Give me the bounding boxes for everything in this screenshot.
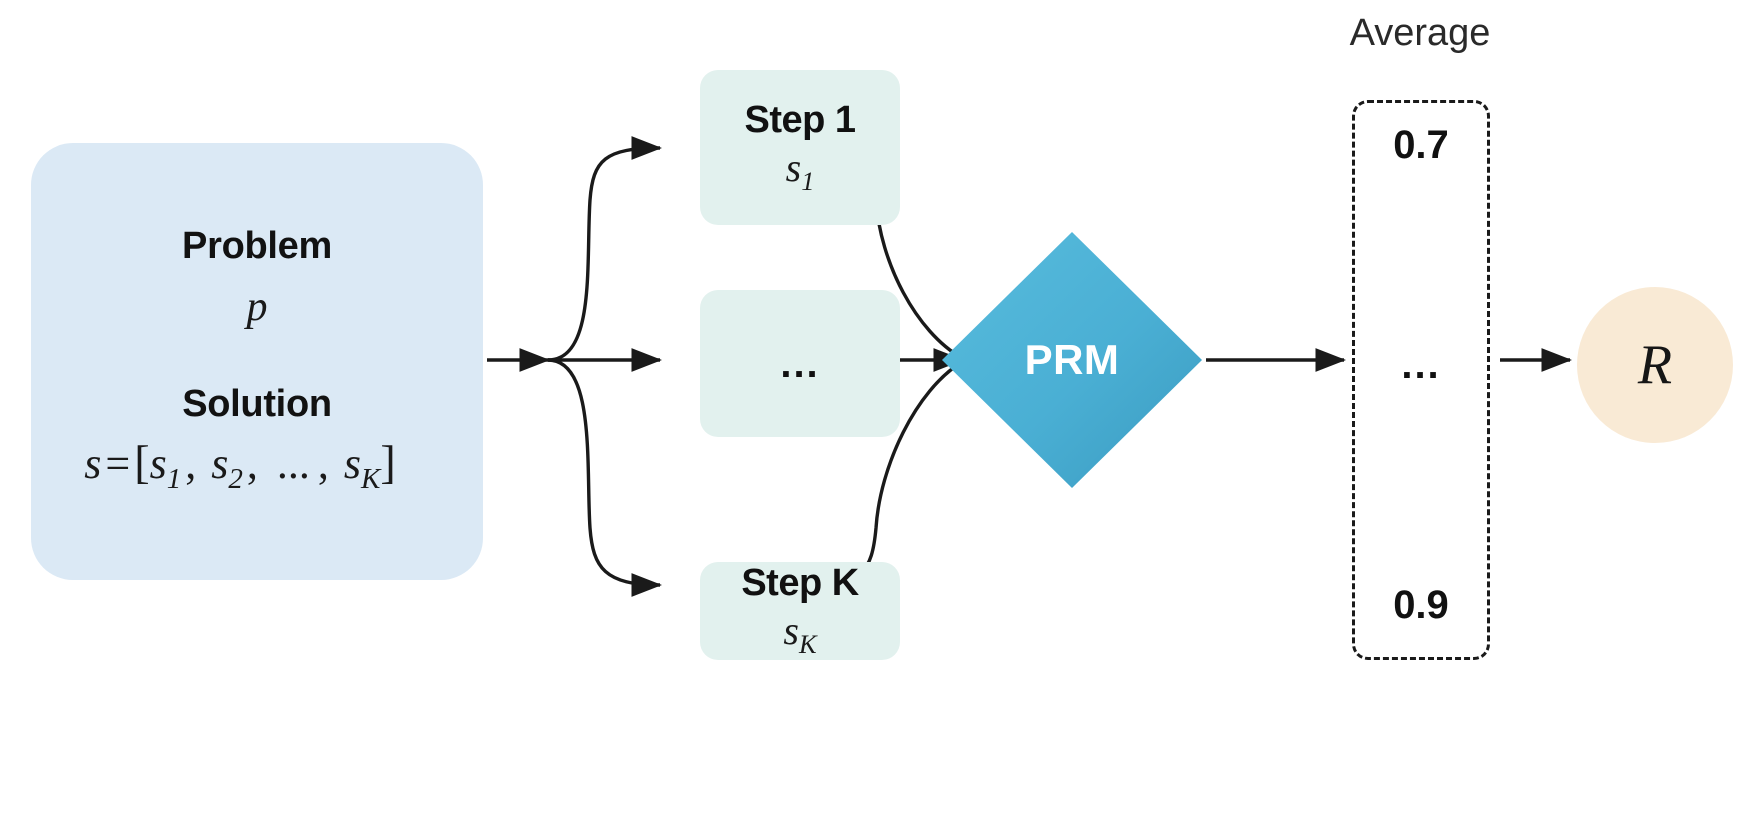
step-k-symbol-sub: K: [798, 629, 817, 659]
step-1-symbol: s1: [786, 144, 815, 197]
problem-solution-box: Problem p Solution s=[s1, s2, ..., sK]: [31, 143, 483, 580]
score-value-first: 0.7: [1393, 123, 1449, 167]
step-1-symbol-base: s: [785, 144, 802, 190]
solution-label: Solution: [182, 382, 332, 425]
formula-comma-2: ,: [317, 439, 340, 489]
step-box-ellipsis: ...: [700, 290, 900, 437]
score-value-ellipsis: ...: [1401, 343, 1441, 387]
score-value-last: 0.9: [1393, 583, 1449, 627]
step-k-title: Step K: [741, 562, 859, 604]
step-k-symbol-base: s: [783, 608, 799, 653]
formula-comma-1: ,: [246, 439, 269, 489]
problem-symbol: p: [246, 283, 268, 330]
step-ellipsis-label: ...: [780, 341, 820, 386]
prm-label: PRM: [1024, 336, 1120, 383]
formula-close-bracket: ]: [380, 437, 396, 489]
step-box-k: Step K sK: [700, 562, 900, 660]
formula-sub-0: 1: [166, 463, 182, 496]
formula-equals: =: [105, 439, 131, 489]
step-box-1: Step 1 s1: [700, 70, 900, 225]
formula-comma-0: ,: [185, 439, 208, 489]
score-list-box: 0.7 ... 0.9: [1352, 100, 1490, 660]
formula-item-0: s: [149, 439, 167, 489]
formula-item-2: ...: [276, 439, 310, 489]
formula-open-bracket: [: [134, 437, 150, 489]
fanout-arrows: [487, 136, 663, 597]
step-1-symbol-sub: 1: [801, 165, 815, 196]
formula-sub-1: 2: [228, 463, 243, 496]
reward-symbol: R: [1637, 334, 1673, 396]
solution-formula: s=[s1, s2, ..., sK]: [0, 436, 500, 496]
step-1-title: Step 1: [744, 98, 856, 141]
step-k-symbol: sK: [783, 607, 816, 660]
formula-item-1: s: [211, 439, 229, 489]
average-label: Average: [1349, 12, 1491, 54]
problem-label: Problem: [182, 224, 332, 267]
formula-item-3: s: [343, 439, 361, 489]
formula-lhs: s: [84, 439, 102, 489]
formula-sub-3: K: [360, 463, 381, 496]
prm-diamond-shape: [942, 232, 1202, 488]
reward-circle: R: [1577, 287, 1733, 443]
